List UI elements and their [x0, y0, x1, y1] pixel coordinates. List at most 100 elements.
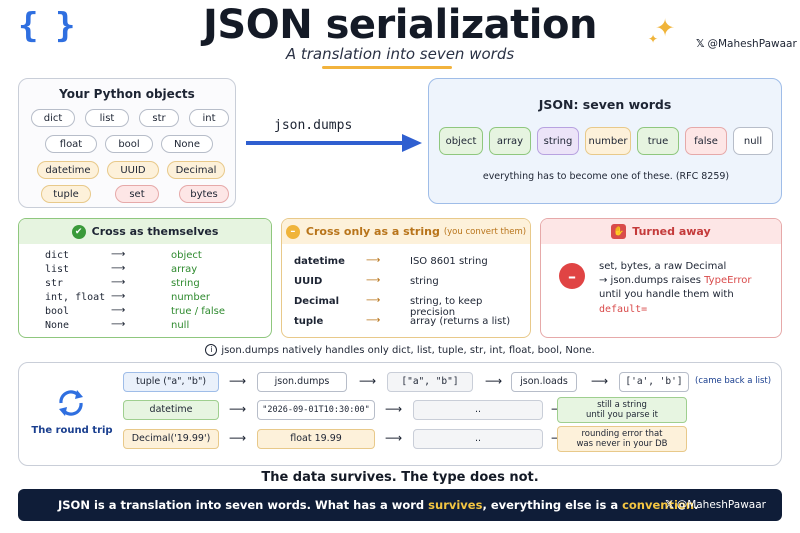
row-arrow-6: ⟶	[111, 319, 126, 330]
cross-themselves-header: ✔ Cross as themselves	[19, 219, 271, 244]
pill-decimal: Decimal	[167, 161, 225, 179]
row-json-array: array	[171, 264, 198, 275]
rt-arrow: ⟶	[385, 402, 403, 416]
row-str-iso: ISO 8601 string	[410, 256, 488, 267]
rt-still-string-note: still a string until you parse it	[557, 397, 687, 423]
rt-decimal-input: Decimal('19.99')	[123, 429, 219, 449]
cross-as-string-panel: – Cross only as a string (you convert th…	[281, 218, 531, 338]
hand-stop-icon: ✋	[611, 224, 627, 239]
rt-arrow: ⟶	[229, 374, 247, 388]
rt-ellipsis-2: ..	[413, 429, 543, 449]
row-py-str: str	[45, 278, 64, 289]
str-arrow-3: ⟶	[366, 295, 381, 306]
sparkle-small-icon: ✦	[648, 32, 659, 46]
rt-rounding-error-note: rounding error that was never in your DB	[557, 426, 687, 452]
info-icon: i	[205, 344, 218, 356]
json-pill-string: string	[537, 127, 579, 155]
dumps-arrow-icon	[246, 134, 422, 152]
json-pill-array: array	[489, 127, 531, 155]
row-py-datetime: datetime	[294, 256, 345, 267]
row-str-array: array (returns a list)	[410, 316, 511, 327]
banner-highlight-convention: convention	[622, 498, 695, 512]
author-handle[interactable]: 𝕏@MaheshPawaar	[696, 38, 797, 50]
banner-handle-text: @MaheshPawaar	[676, 499, 766, 511]
json-seven-words-panel: JSON: seven words object array string nu…	[428, 78, 782, 204]
rt-float-value: float 19.99	[257, 429, 375, 449]
python-objects-title: Your Python objects	[59, 87, 195, 101]
bottom-banner: JSON is a translation into seven words. …	[18, 489, 782, 521]
rt-arrow: ⟶	[485, 374, 503, 388]
cross-string-title: Cross only as a string	[305, 225, 440, 238]
turned-away-title: Turned away	[632, 225, 711, 238]
pill-float: float	[45, 135, 97, 153]
banner-author-handle[interactable]: 𝕏@MaheshPawaar	[665, 499, 766, 511]
pill-bytes: bytes	[179, 185, 229, 203]
braces-logo-icon: { }	[18, 6, 75, 46]
rt-json-loads: json.loads	[511, 372, 577, 392]
pill-datetime: datetime	[37, 161, 99, 179]
json-pill-null: null	[733, 127, 773, 155]
turned-away-panel: ✋ Turned away – set, bytes, a raw Decima…	[540, 218, 782, 338]
cross-themselves-title: Cross as themselves	[91, 225, 219, 238]
rt-arrow: ⟶	[591, 374, 609, 388]
row-str-precision: string, to keep precision	[410, 296, 483, 318]
rt-came-back-note: (came back a list)	[695, 376, 772, 386]
banner-highlight-survives: survives	[428, 498, 483, 512]
pill-str: str	[139, 109, 179, 127]
pill-none: None	[161, 135, 213, 153]
rt-arrow: ⟶	[359, 374, 377, 388]
type-error-text: TypeError	[704, 275, 752, 286]
turned-away-line2-prefix: → json.dumps raises	[599, 275, 705, 286]
pill-list: list	[85, 109, 129, 127]
native-types-text: json.dumps natively handles only dict, l…	[221, 345, 595, 356]
subtitle-underline	[322, 66, 452, 69]
page-title: JSON serialization	[203, 2, 597, 48]
footer-quote: The data survives. The type does not.	[261, 470, 539, 485]
no-entry-icon: –	[559, 263, 585, 289]
row-arrow-2: ⟶	[111, 263, 126, 274]
turned-away-header: ✋ Turned away	[541, 219, 781, 244]
row-py-none: None	[45, 320, 70, 331]
rt-arrow: ⟶	[229, 431, 247, 445]
row-py-list: list	[45, 264, 70, 275]
cross-string-header: – Cross only as a string (you convert th…	[282, 219, 530, 244]
check-circle-icon: ✔	[71, 224, 86, 239]
row-arrow-5: ⟶	[111, 305, 126, 316]
row-py-dict: dict	[45, 250, 70, 261]
round-trip-panel: The round trip tuple ("a", "b") ⟶ json.d…	[18, 362, 782, 466]
json-pill-number: number	[585, 127, 631, 155]
row-py-tuple: tuple	[294, 316, 324, 327]
pill-bool: bool	[105, 135, 153, 153]
x-logo-icon: 𝕏	[665, 499, 674, 511]
banner-part2: , everything else is a	[482, 498, 623, 512]
json-dumps-label: json.dumps	[274, 118, 353, 133]
str-arrow-4: ⟶	[366, 315, 381, 326]
cross-as-themselves-panel: ✔ Cross as themselves dict ⟶ object list…	[18, 218, 272, 338]
rt-arrow: ⟶	[229, 402, 247, 416]
refresh-cycle-icon	[59, 390, 83, 416]
row-py-uuid: UUID	[294, 276, 323, 287]
default-kwarg-text: default=	[599, 304, 648, 315]
json-panel-title: JSON: seven words	[538, 97, 672, 112]
rt-arrow: ⟶	[385, 431, 403, 445]
round-trip-title: The round trip	[31, 425, 113, 436]
json-pill-object: object	[439, 127, 483, 155]
rt-tuple-input: tuple ("a", "b")	[123, 372, 219, 392]
turned-away-line2: → json.dumps raises TypeError	[599, 275, 751, 286]
turned-away-line1: set, bytes, a raw Decimal	[599, 261, 727, 272]
banner-text: JSON is a translation into seven words. …	[58, 498, 698, 512]
str-arrow-1: ⟶	[366, 255, 381, 266]
row-json-object: object	[171, 250, 202, 261]
cross-string-note: (you convert them)	[443, 226, 527, 237]
json-pill-true: true	[637, 127, 679, 155]
rt-ellipsis-1: ..	[413, 400, 543, 420]
turned-away-line3: until you handle them with	[599, 289, 734, 300]
pill-tuple: tuple	[41, 185, 91, 203]
row-py-int-float: int, float	[45, 292, 106, 303]
rt-json-dumps: json.dumps	[257, 372, 347, 392]
page-subtitle: A translation into seven words	[285, 45, 515, 63]
pill-int: int	[189, 109, 229, 127]
python-objects-panel: Your Python objects dict list str int fl…	[18, 78, 236, 208]
x-logo-icon: 𝕏	[696, 38, 705, 50]
